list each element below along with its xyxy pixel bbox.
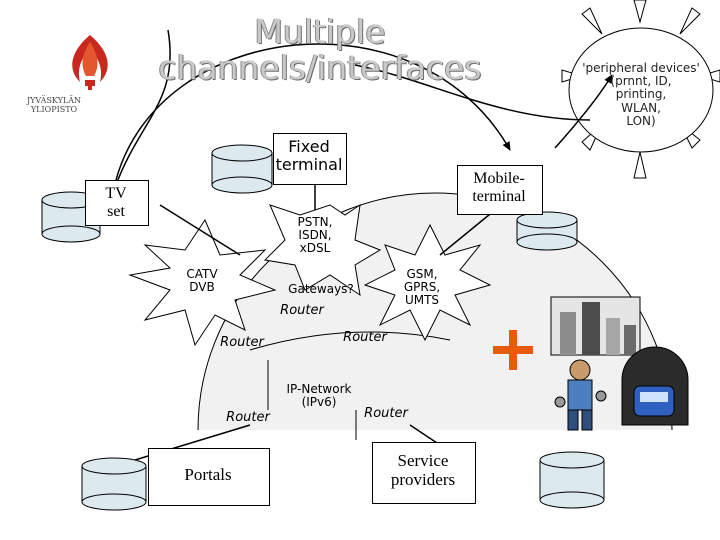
catv-label: CATV DVB bbox=[186, 267, 218, 295]
page-title: Multiple channels/interfaces bbox=[158, 12, 482, 88]
gateways-label: Gateways? bbox=[288, 282, 354, 296]
city-buildings-icon bbox=[550, 296, 641, 356]
gsm-cloud bbox=[363, 223, 492, 342]
university-logo bbox=[72, 35, 108, 90]
mobile-gsm-link bbox=[439, 209, 496, 256]
mobile-terminal-label: Mobile- terminal bbox=[472, 170, 526, 205]
service-router-link bbox=[409, 424, 441, 446]
service-providers-label: Service providers bbox=[390, 451, 456, 489]
tv-arc-left bbox=[115, 29, 171, 186]
router-label-5: Router bbox=[364, 406, 408, 421]
pstn-label: PSTN, ISDN, xDSL bbox=[297, 215, 333, 256]
catv-cloud bbox=[128, 218, 277, 347]
tv-catv-link bbox=[159, 204, 241, 256]
plus-icon bbox=[493, 324, 533, 374]
router-lines bbox=[267, 360, 357, 440]
router-label-2: Router bbox=[343, 330, 387, 345]
tv-mobile-arc bbox=[115, 43, 511, 181]
university-logo-text: JYVÄSKYLÄN YLIOPISTO bbox=[26, 96, 82, 114]
fixed-terminal-box bbox=[273, 133, 347, 185]
database-icon-mobile bbox=[516, 211, 578, 251]
train-tunnel-icon bbox=[621, 346, 689, 426]
tv-set-box bbox=[85, 180, 149, 226]
service-providers-box bbox=[372, 442, 476, 504]
tv-set-label: TV set bbox=[105, 185, 127, 220]
gsm-label: GSM, GPRS, UMTS bbox=[403, 267, 441, 308]
portals-label: Portals bbox=[184, 465, 232, 484]
peripheral-devices-label: 'peripheral devices' (prnnt, ID, printin… bbox=[582, 61, 700, 128]
pstn-cloud bbox=[263, 203, 382, 297]
ip-network-label: IP-Network (IPv6) bbox=[286, 382, 352, 410]
router-label-3: Router bbox=[220, 335, 264, 350]
portals-box bbox=[148, 448, 270, 506]
database-icon-portals bbox=[81, 457, 147, 511]
mobile-terminal-box bbox=[457, 165, 543, 215]
fixed-terminal-label: Fixed terminal bbox=[275, 137, 343, 174]
router-label-4: Router bbox=[226, 410, 270, 425]
mobile-peripheral-arrow bbox=[554, 74, 613, 149]
database-icon-service bbox=[539, 451, 605, 509]
router-label-1: Router bbox=[280, 303, 324, 318]
fixed-peripheral-arc bbox=[354, 64, 591, 121]
database-icon-fixed bbox=[211, 144, 273, 194]
peripheral-sun bbox=[561, 0, 720, 179]
worker-figure-icon bbox=[554, 359, 607, 431]
